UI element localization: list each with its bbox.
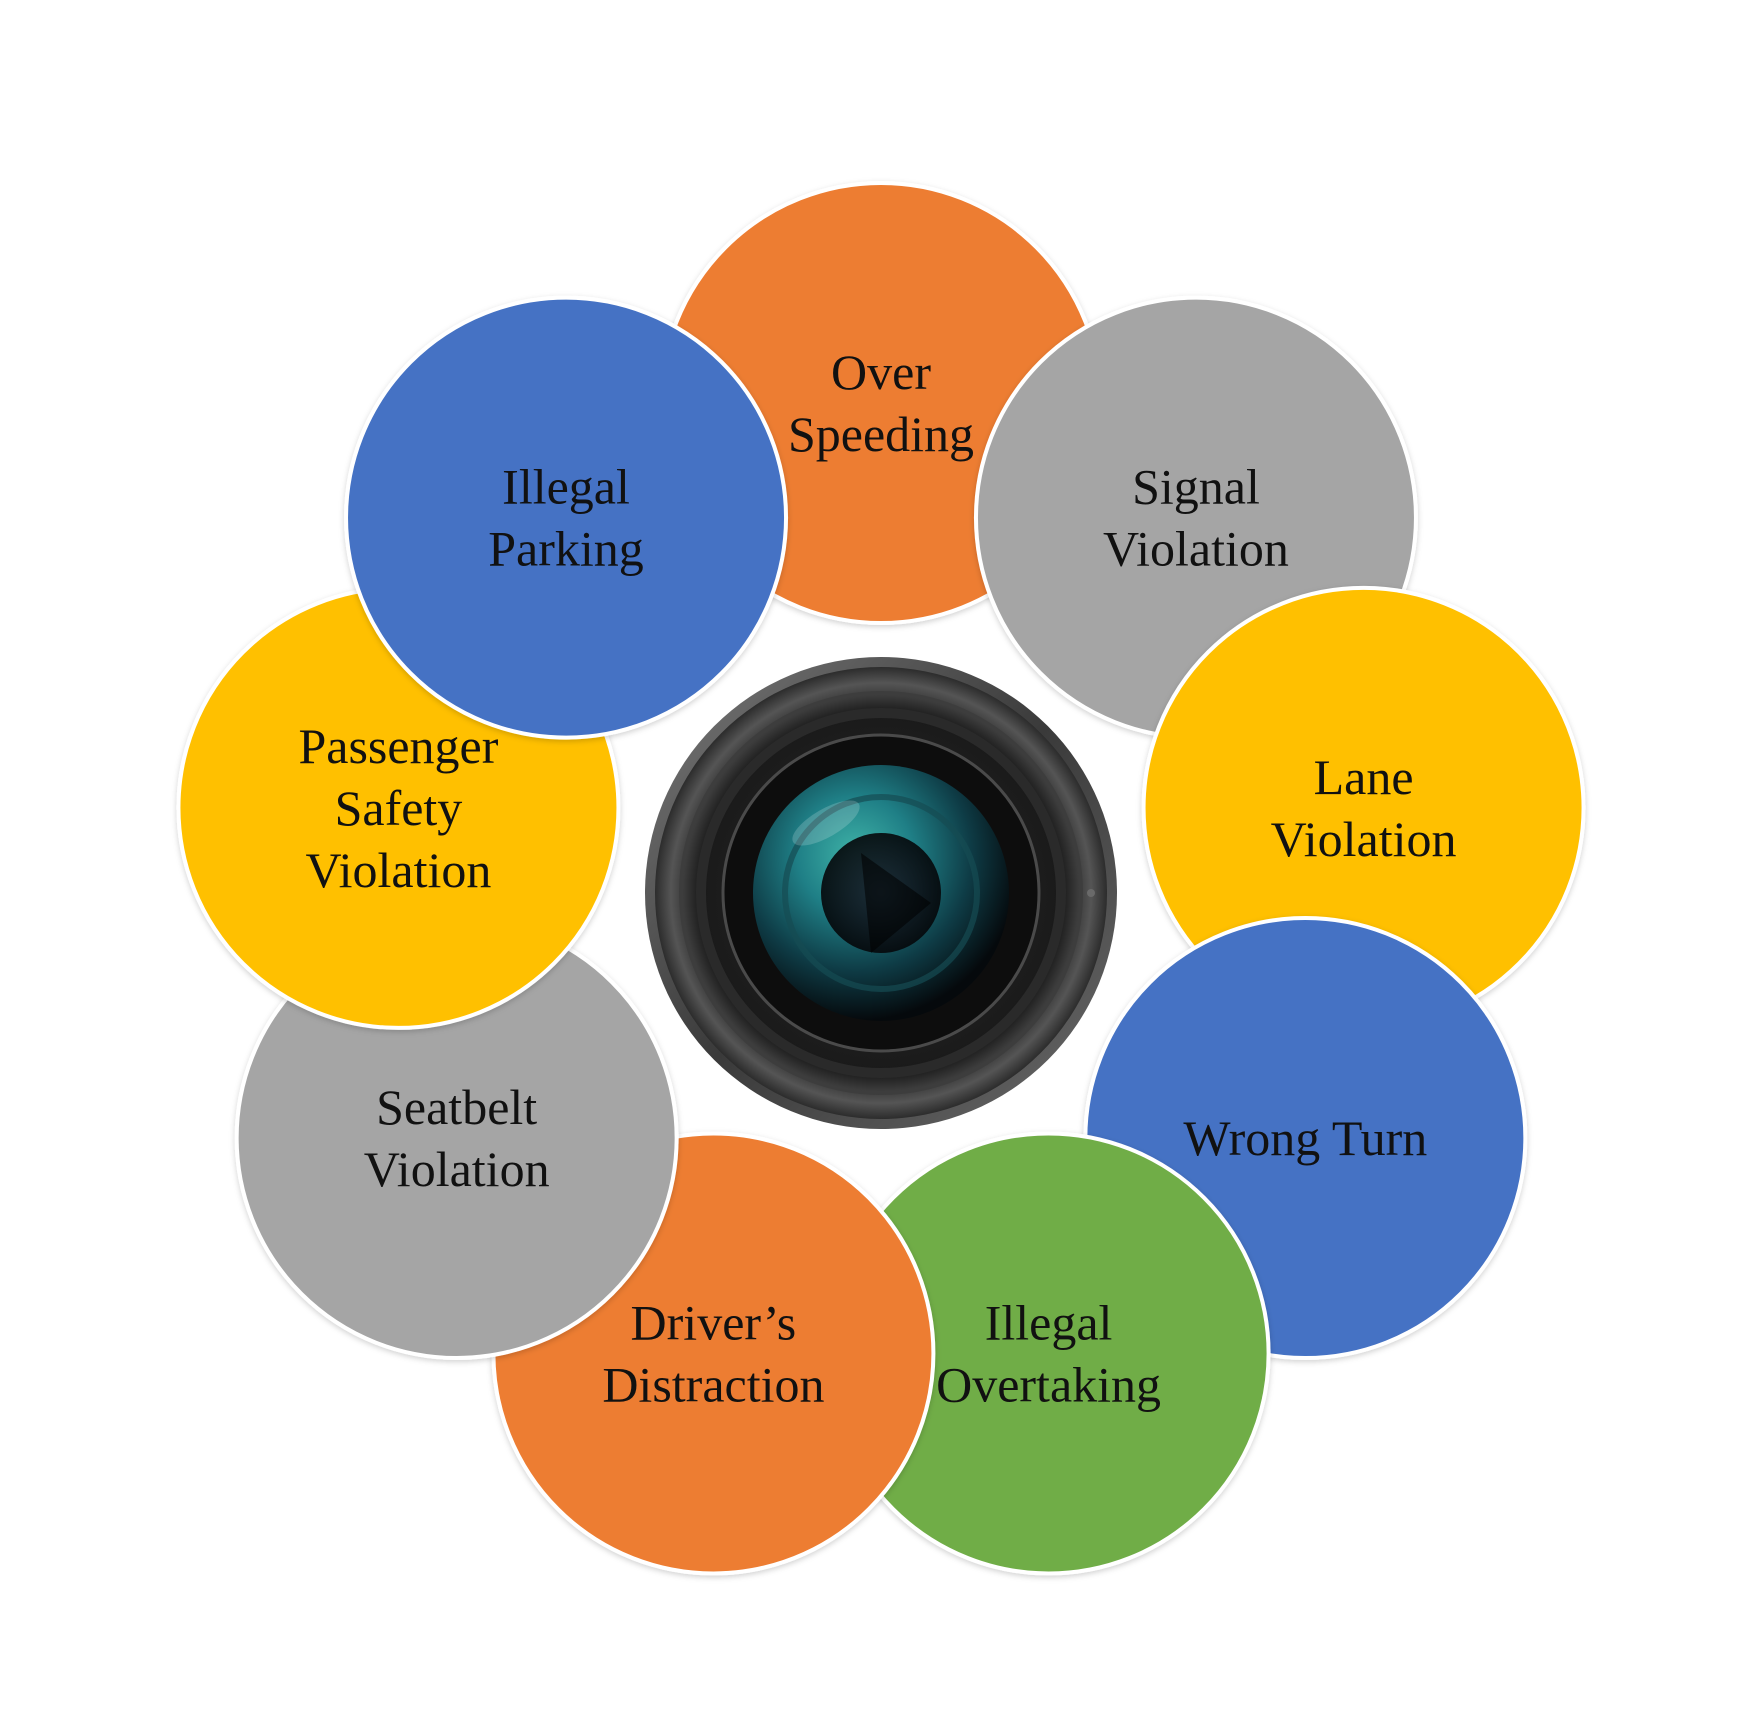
node-label: Wrong Turn <box>1183 1110 1427 1166</box>
node-label: Signal <box>1132 459 1260 515</box>
node-label: Violation <box>364 1141 550 1197</box>
node-circle <box>344 295 789 740</box>
node-label: Violation <box>1271 811 1457 867</box>
node-label: Lane <box>1314 749 1414 805</box>
node-label: Overtaking <box>936 1356 1161 1412</box>
node-label: Safety <box>335 780 463 836</box>
node-label: Violation <box>306 842 492 898</box>
node-label: Driver’s <box>631 1294 797 1350</box>
node-label: Speeding <box>788 406 974 462</box>
node-label: Distraction <box>602 1356 824 1412</box>
node-label: Violation <box>1103 521 1289 577</box>
node-label: Seatbelt <box>376 1079 537 1135</box>
node-label: Parking <box>488 521 644 577</box>
camera-lens-icon <box>645 657 1117 1129</box>
nodes-group: OverSpeedingSignalViolationLaneViolation… <box>176 181 1586 1576</box>
node-label: Illegal <box>502 459 630 515</box>
node-label: Illegal <box>985 1294 1113 1350</box>
node-label: Passenger <box>298 718 498 774</box>
node-label: Over <box>831 344 931 400</box>
